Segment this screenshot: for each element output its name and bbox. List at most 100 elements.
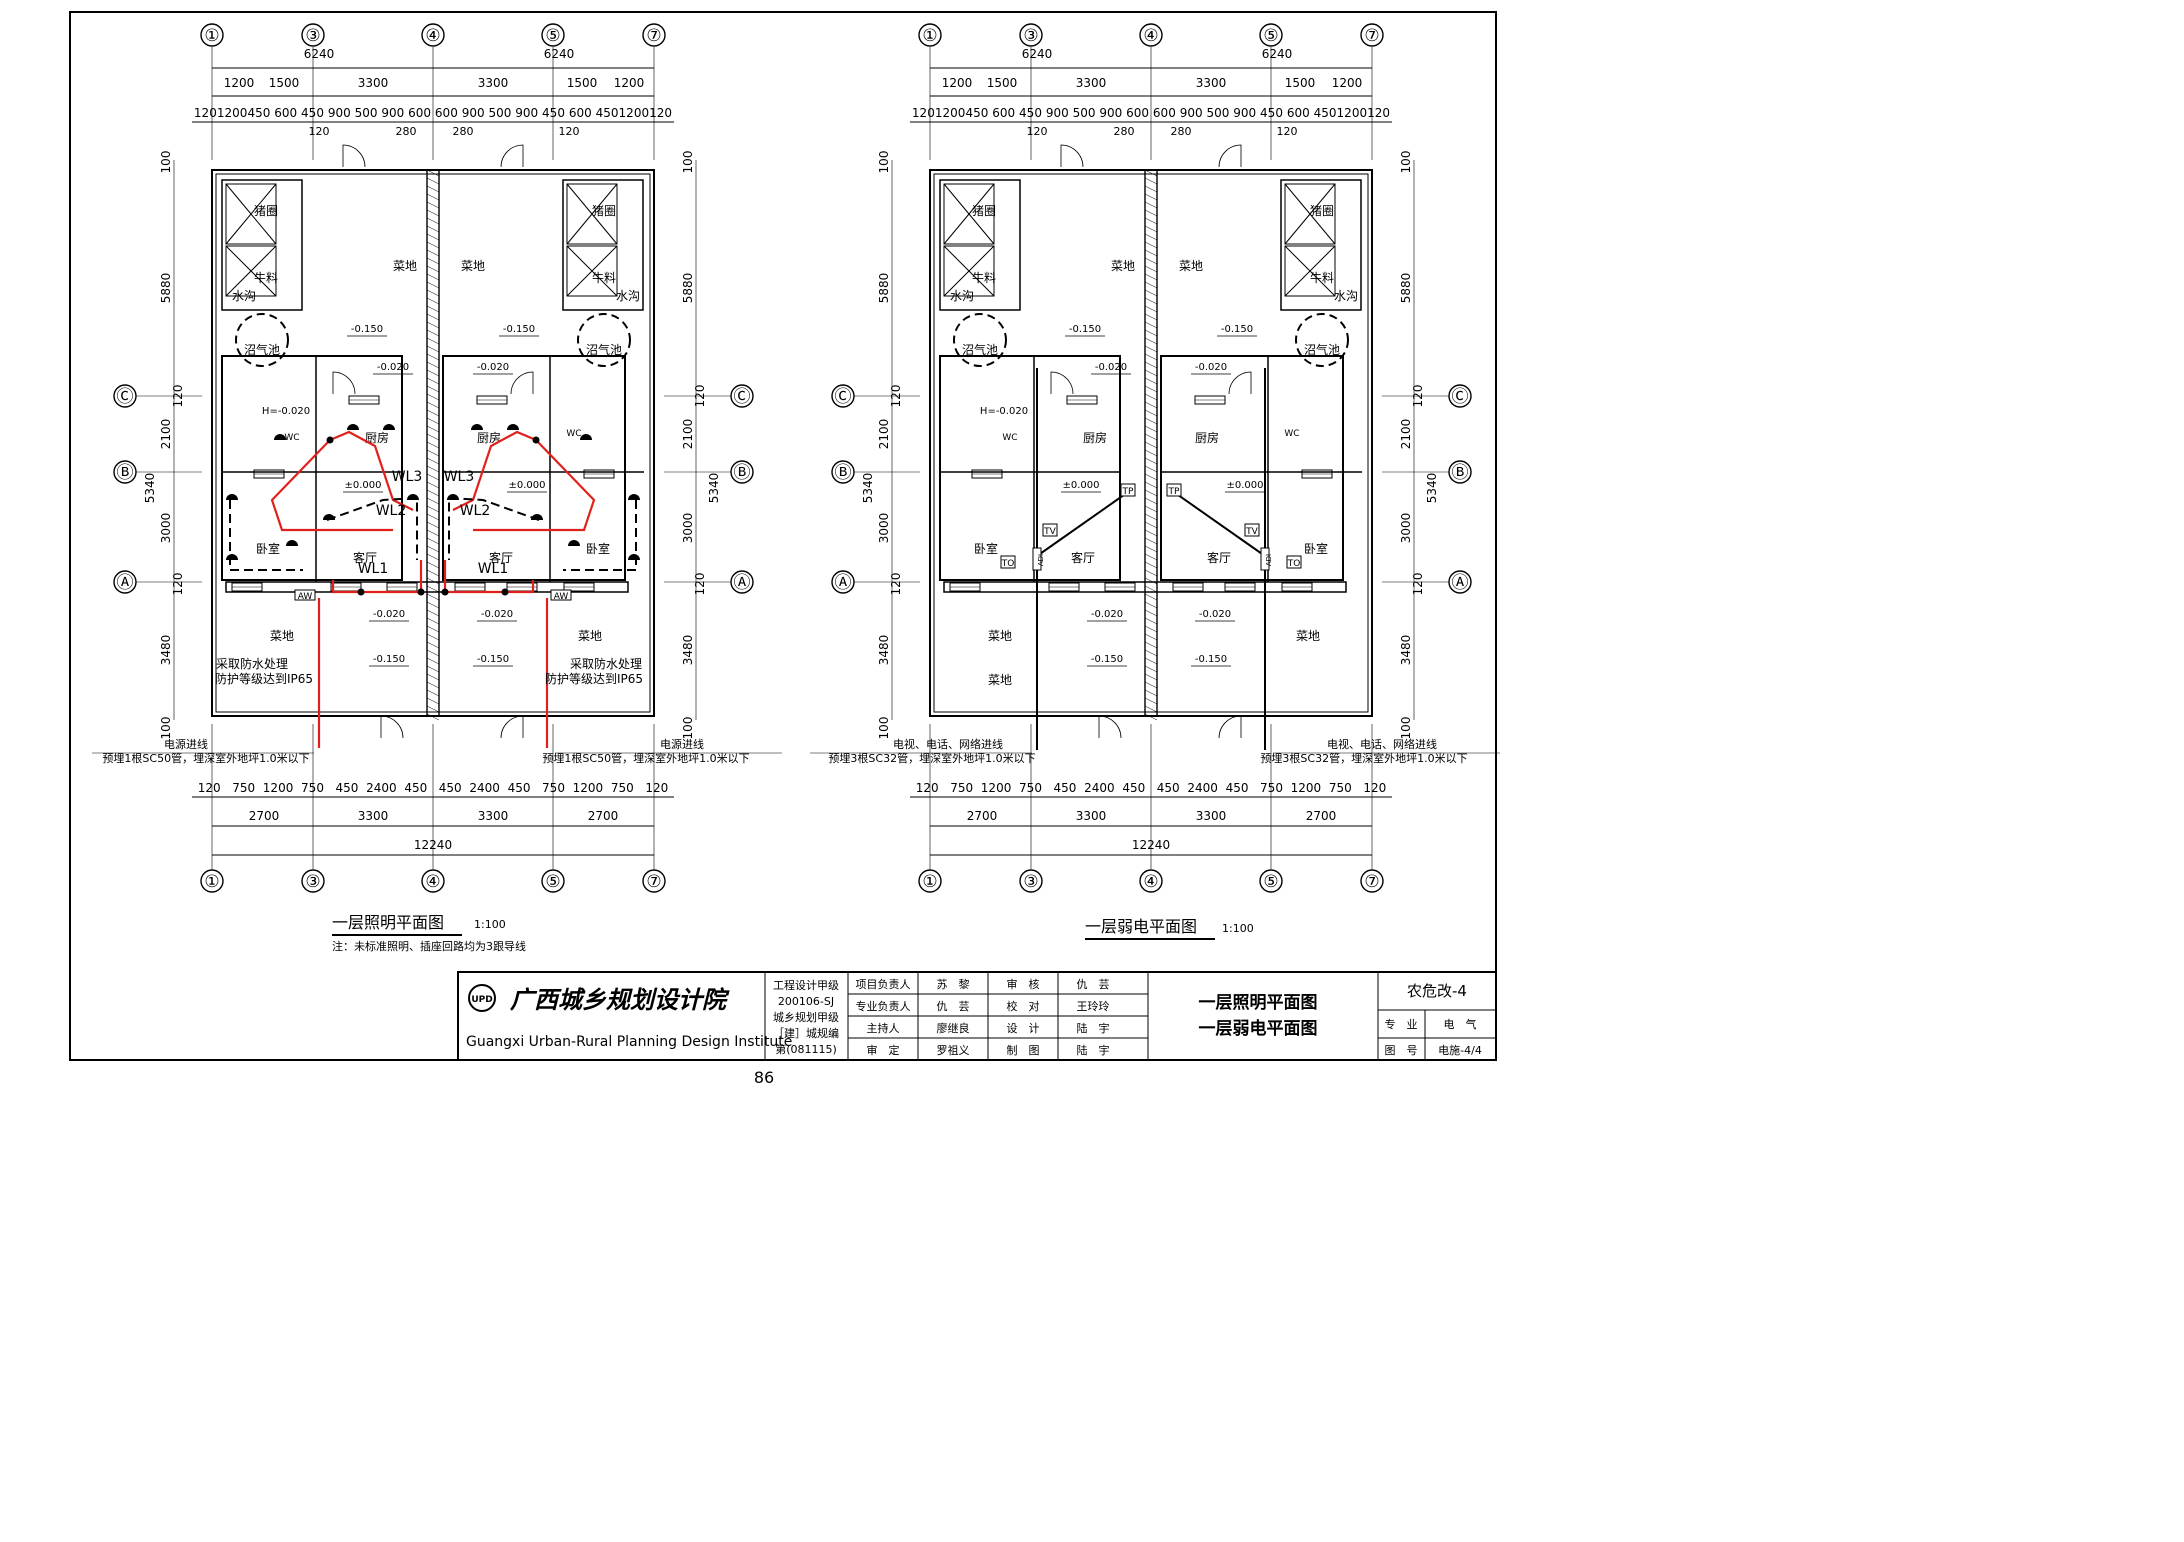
dimension: 3300 xyxy=(358,76,389,90)
drawing-line xyxy=(1144,457,1158,465)
room-label: 猪圈 xyxy=(592,204,616,218)
dimension: 750 xyxy=(1019,781,1042,795)
drawing-line xyxy=(426,241,440,249)
drawing-line xyxy=(426,169,440,177)
drawing-line xyxy=(1144,705,1158,713)
axis-bubble xyxy=(301,23,325,47)
dimension: 900 xyxy=(1233,106,1256,120)
entry-note: 预埋1根SC50管，埋深室外地坪1.0米以下 xyxy=(102,751,309,765)
level-mark: -0.020 xyxy=(1199,609,1231,620)
note: 防护等级达到IP65 xyxy=(215,671,313,686)
axis-label: Ⓐ xyxy=(117,573,134,593)
axis-bubble xyxy=(421,869,445,893)
dimension: 120 xyxy=(645,781,668,795)
level-mark: ±0.000 xyxy=(508,480,545,491)
dimension: 2700 xyxy=(588,809,619,823)
dimension: 120 xyxy=(649,106,672,120)
socket-label: TP xyxy=(1168,487,1180,497)
dimension: 120 xyxy=(171,385,185,408)
biogas-tank xyxy=(235,313,289,367)
distribution-box-label: AW xyxy=(554,592,569,602)
role-name: 苏 黎 xyxy=(937,977,970,991)
role-name: 王玲玲 xyxy=(1077,1000,1110,1013)
drawing-line xyxy=(943,183,995,245)
dimension: 1200 xyxy=(1332,76,1363,90)
light-fixture-icon xyxy=(286,540,298,546)
circuit-label: WL1 xyxy=(478,561,509,577)
drawing-line xyxy=(1144,265,1158,273)
drawing-line xyxy=(1144,521,1158,529)
to-socket xyxy=(1286,555,1302,569)
door-swing xyxy=(1098,715,1122,739)
dimension: 1200 xyxy=(263,781,294,795)
drawing-line xyxy=(1144,385,1158,393)
drawing-line xyxy=(1144,561,1158,569)
level-mark: ±0.000 xyxy=(1226,480,1263,491)
drawing-line xyxy=(426,689,440,697)
pigpen xyxy=(221,179,303,311)
dimension: 2700 xyxy=(967,809,998,823)
drawing-line xyxy=(1144,601,1158,609)
dimension: 3480 xyxy=(877,635,891,666)
biogas-tank xyxy=(577,313,631,367)
drawing-line xyxy=(1144,649,1158,657)
drawing-line xyxy=(426,585,440,593)
drawing-line xyxy=(1144,401,1158,409)
dimension: 120 xyxy=(912,106,935,120)
drawing-line xyxy=(426,505,440,513)
level-mark: -0.020 xyxy=(477,362,509,373)
level-mark: H=-0.020 xyxy=(262,406,310,417)
room-label: 客厅 xyxy=(1207,550,1231,565)
pigpen-box xyxy=(943,183,995,245)
drawing-line xyxy=(1144,441,1158,449)
drawing-line xyxy=(426,673,440,681)
axis-label: Ⓒ xyxy=(117,387,134,407)
drawing-line xyxy=(1144,713,1158,721)
axis-label: ⑦ xyxy=(646,872,661,892)
drawing-line xyxy=(1144,241,1158,249)
dimension: 120 xyxy=(559,125,580,138)
drawing-line xyxy=(1144,553,1158,561)
room-label: 水沟 xyxy=(616,289,640,303)
level-mark: ±0.000 xyxy=(1062,480,1099,491)
level-mark: H=-0.020 xyxy=(980,406,1028,417)
dimension: 3300 xyxy=(1196,76,1227,90)
dimension: 2400 xyxy=(1084,781,1115,795)
drawing-line xyxy=(426,313,440,321)
discipline-label: 专 业 xyxy=(1385,1017,1418,1031)
role-label: 项目负责人 xyxy=(856,977,911,991)
dimension: 3300 xyxy=(1076,809,1107,823)
drawing-line xyxy=(426,257,440,265)
role-label: 主持人 xyxy=(867,1021,900,1035)
dimension: 100 xyxy=(159,717,173,740)
drawing-line xyxy=(426,209,440,217)
level-mark: -0.150 xyxy=(351,324,383,335)
drawing-line xyxy=(1144,657,1158,665)
level-mark: -0.150 xyxy=(503,324,535,335)
dimension: 1200 xyxy=(619,106,650,120)
light-fixture-icon xyxy=(628,494,640,500)
plan-title: 一层弱电平面图 xyxy=(1085,917,1197,936)
drawing-line xyxy=(426,705,440,713)
axis-bubble xyxy=(1259,23,1283,47)
lighting-circuit xyxy=(443,560,535,594)
dimension: 500 xyxy=(488,106,511,120)
drawing-line xyxy=(1144,361,1158,369)
axis-label: ⑤ xyxy=(1263,26,1278,46)
dimension: 5880 xyxy=(1399,273,1413,304)
room-label: 卧室 xyxy=(256,541,280,556)
role-label: 校 对 xyxy=(1007,999,1040,1013)
note: 采取防水处理 xyxy=(570,656,642,671)
axis-label: Ⓐ xyxy=(835,573,852,593)
room-label: WC xyxy=(1002,433,1017,443)
drawing-line xyxy=(426,449,440,457)
room-label: 菜地 xyxy=(270,629,294,643)
dimension: 750 xyxy=(232,781,255,795)
level-mark: -0.020 xyxy=(377,362,409,373)
drawing-line xyxy=(426,521,440,529)
room-label: 客厅 xyxy=(353,550,377,565)
axis-label: ⑤ xyxy=(545,872,560,892)
dimension: 3300 xyxy=(478,809,509,823)
room-label: 客厅 xyxy=(489,550,513,565)
axis-bubble xyxy=(200,23,224,47)
